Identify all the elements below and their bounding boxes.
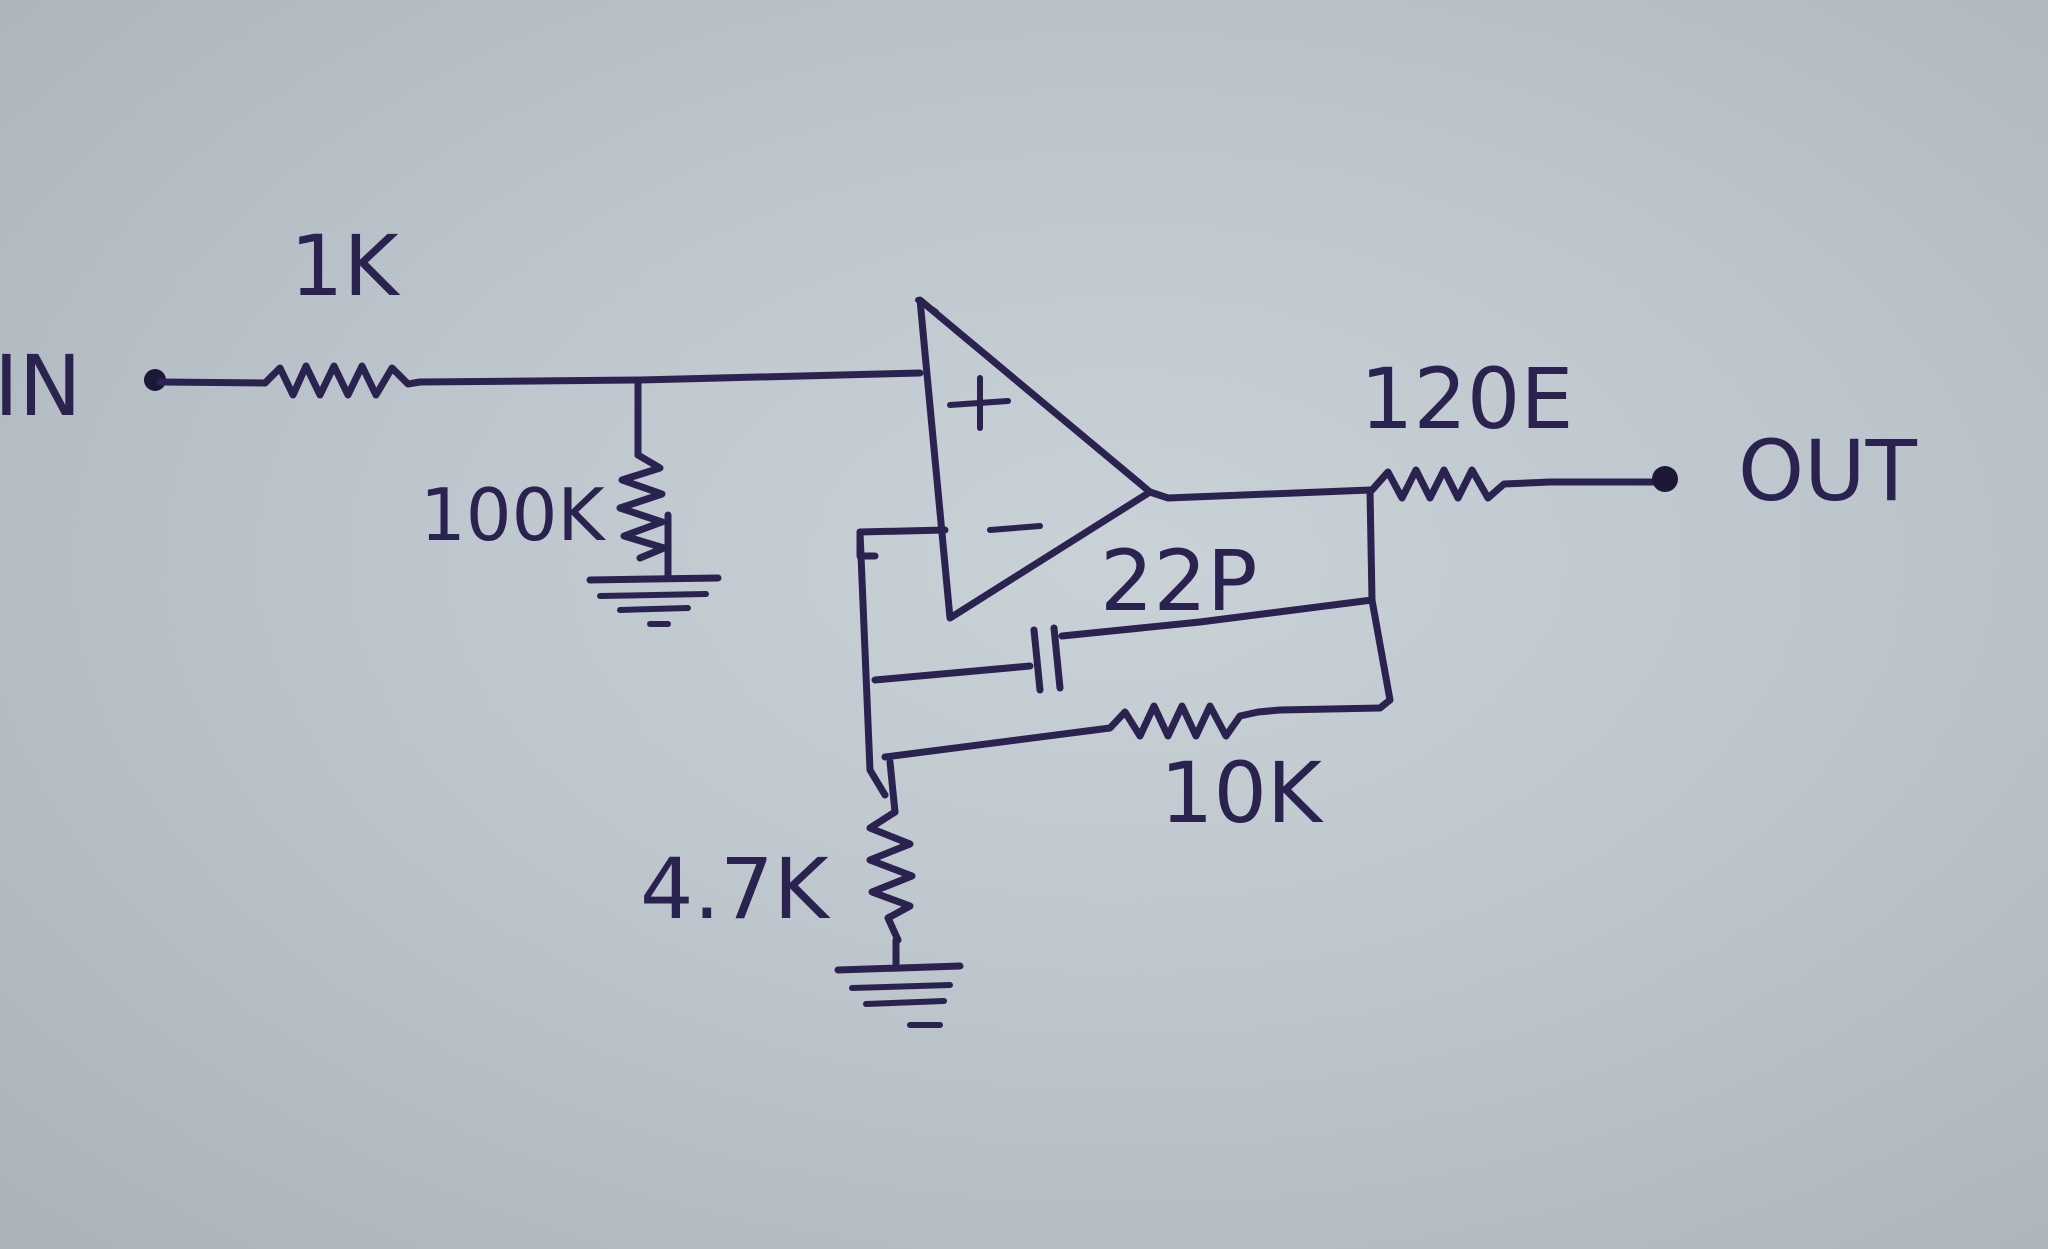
resistor-1k <box>261 362 424 399</box>
ground-resistor-branch <box>866 758 916 969</box>
capacitor-22p <box>871 596 1376 694</box>
resistor-1k-label: 1K <box>290 217 400 315</box>
wire-input-to-plus <box>416 369 924 386</box>
feedback-bus <box>856 528 889 799</box>
output-label: OUT <box>1738 422 1918 520</box>
output-terminal <box>1652 466 1678 492</box>
resistor-120e <box>1368 466 1664 502</box>
input-label: IN <box>0 337 82 435</box>
ground-icon <box>834 962 964 1028</box>
opamp-triangle <box>916 296 1154 622</box>
resistor-100k-label: 100K <box>420 473 606 557</box>
resistor-4-7k-label: 4.7K <box>640 840 831 938</box>
opamp-minus-sign <box>987 523 1043 533</box>
bias-branch <box>616 376 672 579</box>
opamp-corner-mark <box>915 297 939 315</box>
capacitor-22p-label: 22P <box>1100 532 1258 630</box>
resistor-10k-label: 10K <box>1160 744 1324 842</box>
feedback-rail <box>1366 486 1394 712</box>
opamp-plus-sign <box>947 375 1011 431</box>
resistor-10k <box>881 702 1384 761</box>
wire-minus-input <box>856 526 949 560</box>
wire-output <box>1146 486 1374 502</box>
ground-icon <box>586 574 722 627</box>
input-terminal <box>144 369 269 391</box>
resistor-120e-label: 120E <box>1360 350 1573 448</box>
